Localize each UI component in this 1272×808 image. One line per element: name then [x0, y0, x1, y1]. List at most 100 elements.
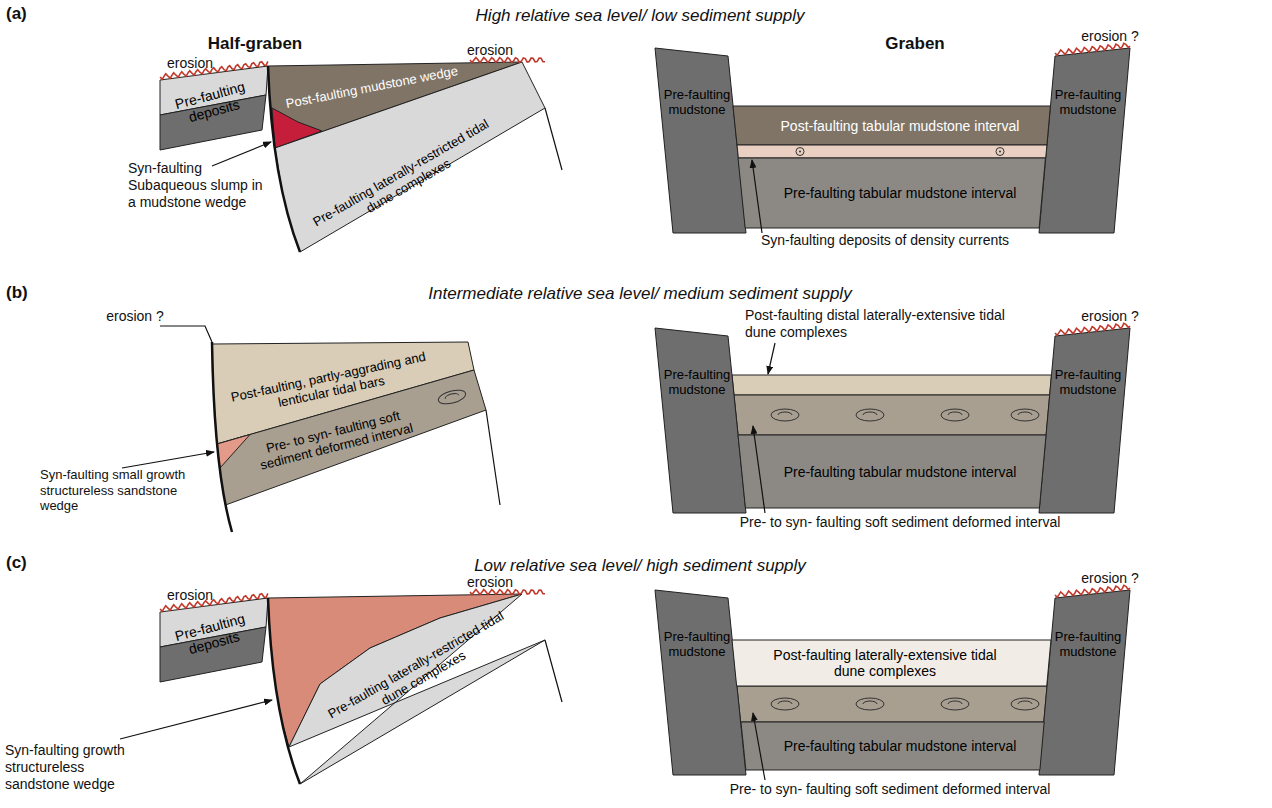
leader-arrow: [768, 343, 775, 374]
layer-group: [275, 62, 545, 252]
layer-label: Post-faulting laterally-extensive tidal …: [765, 647, 1005, 679]
deformation-swirl: [437, 388, 467, 407]
layer-group: [655, 48, 746, 233]
leader-arrow: [212, 142, 271, 166]
deformation-swirl: [771, 409, 799, 421]
layer-shape: [655, 328, 746, 513]
layer-outline: [655, 590, 747, 776]
basin-margin: [545, 640, 562, 702]
strata-layer: Pre-faulting tabular mudstone interval: [741, 722, 1044, 770]
strata-layer: Pre-faulting mudstone: [1039, 590, 1130, 775]
scenario-title: Low relative sea level/ high sediment su…: [474, 556, 806, 576]
fault-line: [212, 342, 232, 532]
layer-shape: [217, 435, 250, 469]
leader-arrow: [753, 426, 765, 513]
deformation-swirl: [856, 698, 884, 710]
annotation-label: erosion ?: [1081, 570, 1139, 587]
layer-group: [732, 640, 1051, 686]
layer-group: [1039, 590, 1130, 775]
strata-layer: Pre-faulting mudstone: [655, 48, 746, 233]
strata-layer: Post-faulting tabular mudstone interval: [733, 106, 1050, 158]
layer-shape: [1039, 328, 1130, 513]
flow-symbol: [996, 148, 1004, 156]
layer-group: [655, 590, 746, 775]
annotation-label: Syn-faulting small growth structureless …: [40, 467, 215, 514]
strata-layer: Pre-faulting mudstone: [1039, 328, 1130, 513]
panel-heading: (c): [6, 553, 27, 573]
strata-layer: Pre-faulting mudstone: [1039, 48, 1130, 233]
leader-arrow: [122, 452, 214, 468]
strata-layer: Post-faulting laterally-extensive tidal …: [732, 640, 1051, 686]
annotation-label: erosion ?: [1081, 28, 1139, 45]
annotation-label: erosion: [467, 42, 513, 59]
strata-layer: Pre-faulting tabular mudstone interval: [738, 158, 1045, 228]
annotation-label: Syn-faulting Subaqueous slump in a mudst…: [128, 160, 268, 210]
layer-shape: [733, 106, 1050, 145]
annotation-label: Pre- to syn- faulting soft sediment defo…: [730, 781, 1051, 798]
layer-label: Pre-faulting tabular mudstone interval: [750, 738, 1050, 754]
deformation-swirl: [941, 409, 969, 421]
deformation-swirl: [941, 698, 969, 710]
deformation-swirl: [1011, 698, 1039, 710]
layer-group: [1039, 48, 1130, 233]
flow-symbol: [999, 151, 1001, 153]
layer-shape: [289, 594, 545, 784]
layer-group: [289, 594, 545, 784]
layer-label: Pre-faulting mudstone: [659, 630, 735, 660]
annotation-label: erosion: [467, 574, 513, 591]
footwall-surface: [160, 326, 212, 342]
layer-outline: [655, 328, 747, 514]
layer-shape: [1039, 590, 1130, 775]
layer-group: [655, 328, 746, 513]
layer-label: Pre-faulting mudstone: [659, 88, 735, 118]
layer-label: Pre-faulting mudstone: [659, 368, 735, 398]
panel-heading: (b): [6, 283, 28, 303]
deformation-swirl: [856, 409, 884, 421]
layer-shape: [275, 62, 545, 252]
layer-outline: [655, 48, 747, 234]
deformation-swirl: [771, 698, 799, 710]
layer-label: Pre-faulting mudstone: [1050, 368, 1126, 398]
erosion-surface: [470, 58, 545, 63]
deformed-band: [734, 395, 1050, 435]
strata-layer: Pre-faulting tabular mudstone interval: [738, 435, 1046, 508]
annotation-label: erosion: [167, 55, 213, 72]
erosion-surface: [1055, 585, 1130, 597]
leader-arrow: [120, 700, 272, 739]
layer-shape: [655, 590, 746, 775]
layer-label: Pre-faulting tabular mudstone interval: [750, 464, 1050, 480]
annotation-label: Pre- to syn- faulting soft sediment defo…: [740, 514, 1061, 531]
flow-symbol: [796, 148, 804, 156]
flow-symbol: [799, 151, 801, 153]
layer-shape: [737, 145, 1047, 158]
layer-shape: [1039, 48, 1130, 233]
layer-group: [217, 370, 486, 505]
annotation-label: erosion: [167, 587, 213, 604]
annotation-label: erosion ?: [106, 308, 164, 325]
layer-group: [733, 106, 1050, 158]
layer-group: [160, 598, 268, 682]
fault-line: [268, 598, 300, 784]
leader-arrow: [752, 160, 762, 233]
layer-shape: [217, 370, 486, 505]
layer-outline: [1039, 590, 1131, 776]
layer-shape: [732, 640, 1051, 686]
annotation-label: Syn-faulting growth structureless sandst…: [5, 742, 145, 792]
strata-layer: Pre-faulting deposits: [160, 66, 268, 150]
strata-layer: Pre-faulting laterally-restricted tidal …: [289, 594, 545, 784]
annotation-label: Post-faulting distal laterally-extensive…: [745, 307, 1020, 341]
strata-layer: Pre-faulting deposits: [160, 598, 268, 682]
erosion-surface: [1055, 43, 1130, 55]
erosion-surface: [1055, 323, 1130, 335]
deformation-swirl: [1011, 409, 1039, 421]
layer-label: Pre-faulting mudstone: [1050, 88, 1126, 118]
strata-layer: Pre-faulting mudstone: [655, 590, 746, 775]
leader-arrow: [753, 713, 765, 780]
layer-group: [1039, 328, 1130, 513]
annotation-label: Syn-faulting deposits of density current…: [761, 232, 1009, 249]
panel-heading: Graben: [885, 34, 945, 54]
scenario-title: High relative sea level/ low sediment su…: [476, 6, 805, 26]
basin-margin: [545, 108, 562, 170]
layer-shape: [655, 48, 746, 233]
strata-layer: Pre-faulting mudstone: [655, 328, 746, 513]
